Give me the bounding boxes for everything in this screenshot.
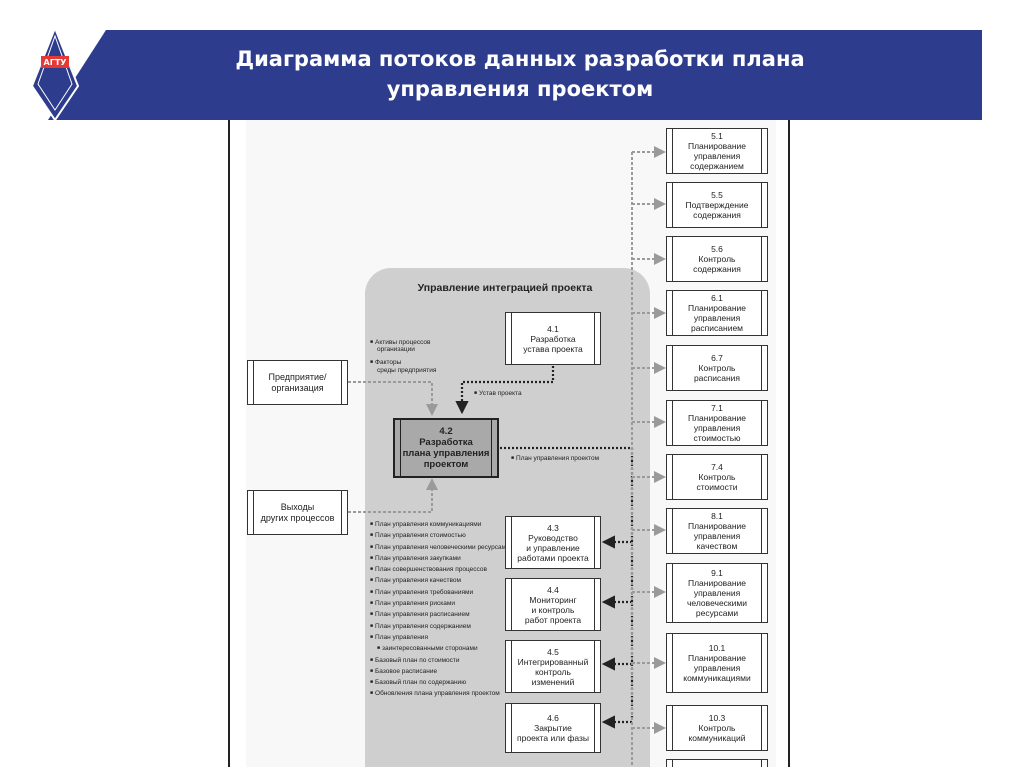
list-item: План управления закупками — [370, 553, 510, 564]
process-4-6: 4.6 Закрытие проекта или фазы — [505, 703, 601, 753]
flow-label-factors: Факторы — [370, 358, 401, 367]
list-item: План управления рисками — [370, 598, 510, 609]
process-4-3: 4.3 Руководство и управление работами пр… — [505, 516, 601, 569]
list-item: План управления содержанием — [370, 621, 510, 632]
external-other-outputs: Выходы других процессов — [247, 490, 348, 535]
list-item: Обновления плана управления проектом — [370, 688, 510, 699]
process-6-1: 6.1 Планирование управления расписанием — [666, 290, 768, 336]
university-logo-icon: АГТУ — [30, 26, 80, 122]
flow-label-factors-2: среды предприятия — [377, 367, 437, 374]
process-4-1: 4.1 Разработка устава проекта — [505, 312, 601, 365]
process-4-5: 4.5 Интегрированный контроль изменений — [505, 640, 601, 693]
title-line-2: управления проектом — [386, 77, 654, 101]
process-10-1: 10.1 Планирование управления коммуникаци… — [666, 633, 768, 693]
flow-label-assets-2: организации — [377, 346, 415, 353]
process-5-6: 5.6 Контроль содержания — [666, 236, 768, 282]
process-5-1: 5.1 Планирование управления содержанием — [666, 128, 768, 174]
other-outputs-flow-arrow — [348, 478, 438, 513]
process-partial-cut — [666, 759, 768, 767]
list-item: План совершенствования процессов — [370, 564, 510, 575]
title-line-1: Диаграмма потоков данных разработки план… — [235, 47, 805, 71]
list-item: План управления коммуникациями — [370, 519, 510, 530]
process-7-1: 7.1 Планирование управления стоимостью — [666, 400, 768, 446]
list-item: План управления качеством — [370, 575, 510, 586]
process-10-3: 10.3 Контроль коммуникаций — [666, 705, 768, 751]
page-title: Диаграмма потоков данных разработки план… — [150, 44, 890, 104]
list-item: План управления требованиями — [370, 587, 510, 598]
logo-text: АГТУ — [44, 58, 67, 67]
list-item: Базовый план по стоимости — [370, 655, 510, 666]
list-item: Базовое расписание — [370, 666, 510, 677]
header-banner — [48, 30, 982, 120]
flow-label-charter: Устав проекта — [474, 389, 522, 398]
flow-label-assets: Активы процессов — [370, 338, 430, 347]
process-6-7: 6.7 Контроль расписания — [666, 345, 768, 391]
list-item: План управления расписанием — [370, 609, 510, 620]
knowledge-area-arrows — [632, 146, 666, 734]
list-item: Базовый план по содержанию — [370, 677, 510, 688]
list-item: План управления стоимостью — [370, 530, 510, 541]
process-7-4: 7.4 Контроль стоимости — [666, 454, 768, 500]
process-4-4: 4.4 Мониторинг и контроль работ проекта — [505, 578, 601, 631]
other-inputs-list: План управления коммуникациями План упра… — [370, 519, 510, 700]
list-item: План управления человеческими ресурсами — [370, 542, 510, 553]
process-5-5: 5.5 Подтверждение содержания — [666, 182, 768, 228]
list-item: План управления — [370, 632, 510, 643]
integration-group-title: Управление интеграцией проекта — [417, 282, 593, 294]
process-4-2-main: 4.2 Разработка плана управления проектом — [393, 418, 499, 478]
charter-flow-arrow — [455, 366, 555, 415]
list-item: заинтересованными сторонами — [370, 643, 510, 654]
enterprise-flow-arrow — [348, 381, 438, 416]
process-9-1: 9.1 Планирование управления человеческим… — [666, 563, 768, 623]
external-enterprise: Предприятие/ организация — [247, 360, 348, 405]
process-8-1: 8.1 Планирование управления качеством — [666, 508, 768, 554]
flow-label-plan: План управления проектом — [511, 454, 599, 463]
